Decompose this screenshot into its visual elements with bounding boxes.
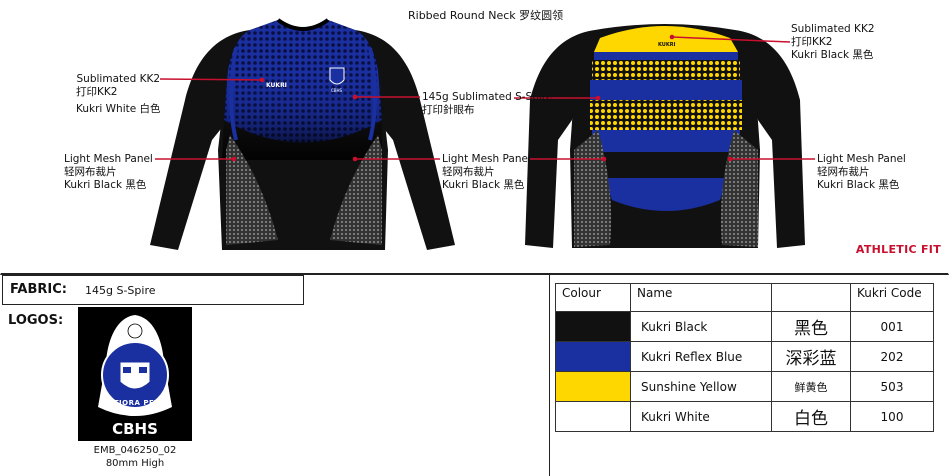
front-mesh-annotation: Light Mesh Panel 轻网布裁片 Kukri Black 黑色 [64,153,153,191]
fabric-box: FABRIC: 145g S-Spire [2,275,304,305]
back-shirt [525,24,805,248]
table-row: Sunshine Yellow 鲜黄色 503 [555,371,934,402]
colour-name: Sunshine Yellow [630,371,772,402]
header-chinese [771,283,851,312]
colour-chinese: 深彩蓝 [771,341,851,372]
swatch-black [555,311,631,342]
logos-label: LOGOS: [8,313,64,328]
crest-logo: ALTIORA PETO CBHS [78,307,192,441]
swatch-yellow [555,371,631,402]
back-mesh-right-annotation: Light Mesh Panel 轻网布裁片 Kukri Black 黑色 [817,153,906,191]
table-row: Kukri White 白色 100 [555,401,934,432]
garment-illustration: KUKRI CBHS KUKRI [150,18,815,250]
swatch-blue [555,341,631,372]
colour-code: 100 [850,401,934,432]
table-row: Kukri Reflex Blue 深彩蓝 202 [555,341,934,372]
back-kk2-annotation: Sublimated KK2 打印KK2 Kukri Black 黑色 [791,23,875,61]
fit-label: ATHLETIC FIT [855,243,941,256]
front-crest: CBHS [329,67,345,93]
colour-name: Kukri Black [630,311,772,342]
colour-chinese: 黑色 [771,311,851,342]
front-shirt [150,18,455,250]
fabric-annotation: 145g Sublimated S-Spire 打印針眼布 [422,91,553,116]
header-code: Kukri Code [850,283,934,312]
front-kk2-annotation: Sublimated KK2 打印KK2 Kukri White 白色 [76,73,161,115]
neck-label: Ribbed Round Neck 罗纹圆领 [408,9,564,22]
colour-code: 202 [850,341,934,372]
colour-name: Kukri White [630,401,772,432]
swatch-white [555,401,631,432]
table-row: Kukri Black 黑色 001 [555,311,934,342]
header-colour: Colour [555,283,631,312]
logo-file-code: EMB_046250_02 [93,445,177,456]
colour-chinese: 鲜黄色 [771,371,851,402]
colour-table-header: Colour Name Kukri Code [555,283,934,312]
colour-code: 001 [850,311,934,342]
logo-height: 80mm High [105,458,165,469]
front-kukri-logo: KUKRI [266,82,287,89]
svg-text:CBHS: CBHS [331,88,343,93]
fabric-label: FABRIC: [10,282,67,297]
colour-code: 503 [850,371,934,402]
fabric-value: 145g S-Spire [85,284,156,297]
colour-chinese: 白色 [771,401,851,432]
back-kukri-logo: KUKRI [658,42,676,48]
angel-crest-icon [98,315,172,416]
header-name: Name [630,283,772,312]
colour-name: Kukri Reflex Blue [630,341,772,372]
crest-motto: ALTIORA PETO [104,399,166,407]
back-mesh-left-annotation: Light Mesh Panel 轻网布裁片 Kukri Black 黑色 [442,153,531,191]
crest-caption: CBHS [112,420,158,438]
annotation-dots [231,34,733,162]
colour-table: Colour Name Kukri Code Kukri Black 黑色 00… [555,283,934,432]
bottom-divider [549,274,550,476]
annotation-leaders [155,36,815,160]
